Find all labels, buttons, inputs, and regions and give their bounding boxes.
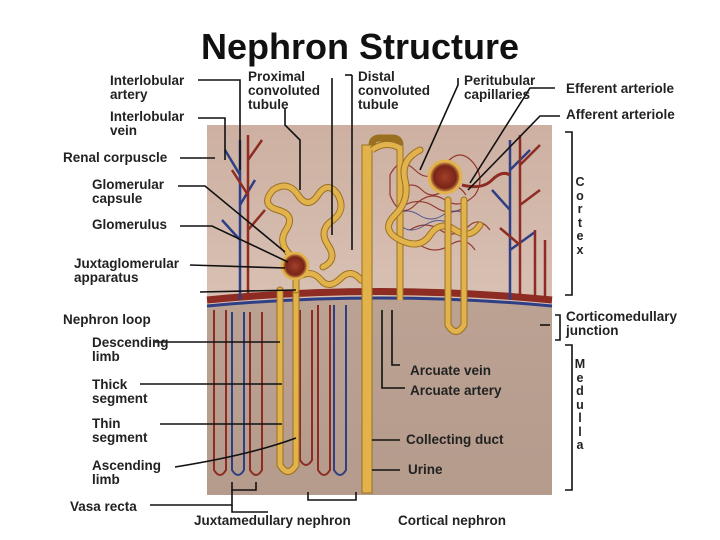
arcuate-artery-band xyxy=(206,288,553,304)
label-renal-corpuscle: Renal corpuscle xyxy=(63,150,168,165)
label-afferent-arteriole: Afferent arteriole xyxy=(566,107,675,122)
label-corticomedullary-junction: Corticomedullary junction xyxy=(566,309,678,338)
juxtamedullary-tubules xyxy=(264,182,365,294)
label-peritubular-capillaries: Peritubular capillaries xyxy=(464,73,536,102)
cortical-glomerulus xyxy=(427,159,463,195)
label-interlobular-artery: Interlobular artery xyxy=(110,73,185,102)
label-glomerulus: Glomerulus xyxy=(92,217,168,232)
label-juxtamedullary-nephron: Juxtamedullary nephron xyxy=(194,513,351,528)
label-interlobular-vein: Interlobular vein xyxy=(110,109,185,138)
label-cortex: C o r t e x xyxy=(575,175,585,257)
arcuate-vein-band xyxy=(206,296,553,308)
interlobular-vessels-right xyxy=(491,135,547,300)
label-nephron-loop: Nephron loop xyxy=(63,312,151,327)
label-collecting-duct: Collecting duct xyxy=(406,432,504,447)
label-urine: Urine xyxy=(408,462,443,477)
juxtamedullary-glomerulus xyxy=(280,251,310,281)
label-medulla: M e d u l l a xyxy=(574,357,586,452)
label-distal-convoluted-tubule: Distal convoluted tubule xyxy=(358,69,431,112)
label-ascending-limb: Ascending limb xyxy=(92,458,162,487)
vasa-recta-middle xyxy=(299,305,347,476)
interlobular-vessels-left xyxy=(221,135,266,300)
label-cortical-nephron: Cortical nephron xyxy=(398,513,507,528)
label-vasa-recta: Vasa recta xyxy=(70,499,137,514)
label-juxtaglomerular-apparatus: Juxtaglomerular apparatus xyxy=(74,256,180,285)
label-arcuate-vein: Arcuate vein xyxy=(410,363,492,378)
juxtamedullary-loop xyxy=(276,286,300,475)
label-thin-segment: Thin segment xyxy=(92,416,148,445)
vasa-recta-left xyxy=(213,310,263,476)
cortex-region xyxy=(207,125,552,305)
label-proximal-convoluted-tubule: Proximal convoluted tubule xyxy=(248,69,321,112)
label-efferent-arteriole: Efferent arteriole xyxy=(566,81,675,96)
label-descending-limb: Descending limb xyxy=(92,335,169,364)
label-glomerular-capsule: Glomerular capsule xyxy=(92,177,165,206)
label-thick-segment: Thick segment xyxy=(92,377,148,406)
leader-lines xyxy=(140,74,573,513)
cortical-tubules xyxy=(385,146,484,335)
label-arcuate-artery: Arcuate artery xyxy=(410,383,502,398)
collecting-duct-shape xyxy=(361,134,404,494)
page-title: Nephron Structure xyxy=(200,26,520,67)
afferent-vessel xyxy=(461,171,511,189)
